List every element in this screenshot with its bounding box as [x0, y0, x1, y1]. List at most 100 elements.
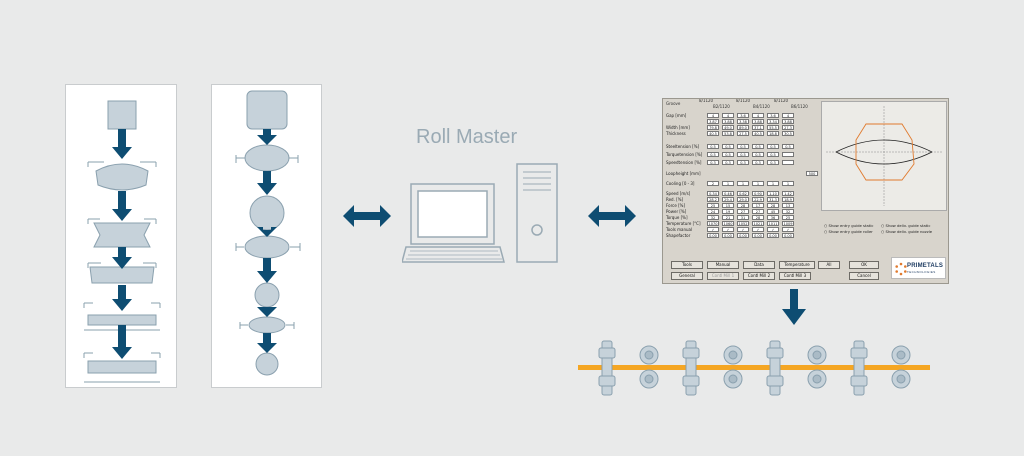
option-entry-guide-roller[interactable]: ○ Show entry guide roller — [824, 229, 873, 234]
parameter-cell[interactable]: 3.88 — [782, 119, 794, 124]
parameter-cell[interactable]: ✓ — [707, 227, 719, 232]
parameter-cell[interactable]: 1 — [782, 181, 794, 186]
parameter-cell[interactable]: 1 — [722, 181, 734, 186]
parameter-cell[interactable]: 0.3 — [752, 160, 764, 165]
contl-mill-1-button[interactable]: Contl Mill 1 — [707, 272, 739, 280]
parameter-cell[interactable]: 0.3 — [707, 160, 719, 165]
parameter-cell[interactable]: 28 — [767, 203, 779, 208]
parameter-cell[interactable]: 0.3 — [737, 160, 749, 165]
parameter-cell[interactable]: 2 — [707, 181, 719, 186]
parameter-cell[interactable]: 13 — [782, 203, 794, 208]
parameter-cell[interactable]: 89.0 — [737, 125, 749, 130]
parameter-cell[interactable]: 1.42 — [782, 191, 794, 196]
parameter-cell[interactable]: 0.00 — [737, 233, 749, 238]
parameter-cell[interactable]: 0.5 — [752, 144, 764, 149]
parameter-cell[interactable]: 53.8 — [722, 131, 734, 136]
parameter-cell[interactable]: 29.4 — [722, 197, 734, 202]
parameter-cell[interactable]: 0.00 — [782, 233, 794, 238]
parameter-cell[interactable]: 1052 — [737, 221, 749, 226]
parameter-cell[interactable]: 4 — [707, 113, 719, 118]
tools-button[interactable]: Tools — [671, 261, 703, 269]
parameter-cell[interactable]: 3.34 — [767, 119, 779, 124]
parameter-cell[interactable]: 0.5 — [782, 144, 794, 149]
temperature-button[interactable]: Temperature — [779, 261, 815, 269]
parameter-cell[interactable]: 1070 — [707, 221, 719, 226]
option-entry-guide-static[interactable]: ○ Show entry guide static — [824, 223, 874, 228]
parameter-cell[interactable]: 3.88 — [722, 119, 734, 124]
parameter-cell[interactable]: 0.5 — [722, 152, 734, 157]
option-deliv-guide-static[interactable]: ○ Show deliv. guide static — [881, 223, 931, 228]
parameter-cell[interactable] — [782, 160, 794, 165]
parameter-cell[interactable]: 27 — [752, 209, 764, 214]
parameter-cell[interactable]: 1021 — [752, 221, 764, 226]
parameter-cell[interactable]: 32 — [707, 215, 719, 220]
parameter-cell[interactable]: 31.3 — [767, 197, 779, 202]
parameter-cell[interactable]: 3.6 — [737, 113, 749, 118]
parameter-cell[interactable]: 15 — [722, 203, 734, 208]
parameter-cell[interactable]: 27 — [737, 209, 749, 214]
parameter-cell[interactable]: 0.3 — [767, 160, 779, 165]
parameter-cell[interactable]: 0.00 — [707, 233, 719, 238]
parameter-cell[interactable]: 17 — [752, 203, 764, 208]
parameter-cell[interactable]: 3.88 — [752, 119, 764, 124]
parameter-cell[interactable]: 4 — [782, 113, 794, 118]
parameter-cell[interactable]: 19 — [722, 209, 734, 214]
parameter-cell[interactable]: 0.5 — [767, 144, 779, 149]
parameter-cell[interactable]: ✓ — [752, 227, 764, 232]
parameter-cell[interactable]: 25 — [707, 203, 719, 208]
parameter-cell[interactable]: 3.38 — [737, 119, 749, 124]
parameter-cell[interactable]: 45 — [767, 209, 779, 214]
parameter-cell[interactable]: 28 — [752, 215, 764, 220]
parameter-cell[interactable]: 0.46 — [722, 191, 734, 196]
parameter-cell[interactable]: ✓ — [782, 227, 794, 232]
parameter-cell[interactable]: 0.5 — [752, 152, 764, 157]
parameter-cell[interactable]: 3.87 — [707, 119, 719, 124]
cancel-button[interactable]: Cancel — [849, 272, 879, 280]
parameter-cell[interactable]: 0.00 — [752, 233, 764, 238]
parameter-cell[interactable]: 31 — [737, 215, 749, 220]
parameter-cell[interactable]: 0.5 — [722, 144, 734, 149]
parameter-cell[interactable]: 36 — [767, 215, 779, 220]
parameter-cell[interactable]: 4 — [722, 113, 734, 118]
parameter-cell[interactable]: 21 — [722, 215, 734, 220]
parameter-cell[interactable]: 22.9 — [752, 197, 764, 202]
contl-mill-2-button[interactable]: Contl Mill 2 — [743, 272, 775, 280]
parameter-cell[interactable]: 0.62 — [737, 191, 749, 196]
parameter-cell[interactable]: ✓ — [722, 227, 734, 232]
contl-mill-3-button[interactable]: Contl Mill 3 — [779, 272, 811, 280]
ok-button[interactable]: OK — [849, 261, 879, 269]
all-button[interactable]: All — [818, 261, 840, 269]
parameter-cell[interactable]: 0.5 — [767, 152, 779, 157]
option-deliv-guide-nozzle[interactable]: ○ Show deliv. guide nozzle — [881, 229, 933, 234]
parameter-cell[interactable]: 18.9 — [782, 197, 794, 202]
parameter-cell[interactable]: 27.3 — [782, 125, 794, 130]
parameter-cell[interactable]: 24 — [707, 209, 719, 214]
parameter-cell[interactable]: 28 — [737, 203, 749, 208]
parameter-cell[interactable]: 0.5 — [737, 152, 749, 157]
parameter-cell[interactable]: 27.5 — [737, 131, 749, 136]
parameter-cell[interactable]: 29.0 — [737, 197, 749, 202]
parameter-cell[interactable]: 25 — [782, 215, 794, 220]
parameter-cell[interactable]: 40.5 — [752, 131, 764, 136]
parameter-cell[interactable]: 1011 — [767, 221, 779, 226]
parameter-cell[interactable]: 37.1 — [752, 125, 764, 130]
parameter-cell[interactable]: 1 — [767, 181, 779, 186]
parameter-cell[interactable]: 30.5 — [782, 131, 794, 136]
parameter-cell[interactable]: 1060 — [722, 221, 734, 226]
general-button[interactable]: General — [671, 272, 703, 280]
parameter-cell[interactable]: 1009 — [782, 221, 794, 226]
parameter-cell[interactable]: 0.5 — [707, 152, 719, 157]
parameter-cell[interactable]: 40.5 — [707, 131, 719, 136]
parameter-cell[interactable]: 3.6 — [767, 113, 779, 118]
parameter-cell[interactable]: 0.34 — [707, 191, 719, 196]
parameter-cell[interactable]: 79.8 — [707, 125, 719, 130]
parameter-cell[interactable]: ✓ — [737, 227, 749, 232]
parameter-cell[interactable]: 49.0 — [722, 125, 734, 130]
parameter-cell[interactable]: 0.00 — [722, 233, 734, 238]
parameter-cell[interactable]: 0.5 — [707, 144, 719, 149]
parameter-cell[interactable]: 18.8 — [767, 131, 779, 136]
manual-button[interactable]: Manual — [707, 261, 739, 269]
parameter-cell[interactable]: 500 — [806, 171, 818, 176]
parameter-cell[interactable]: 0.90 — [752, 191, 764, 196]
parameter-cell[interactable]: 1 — [737, 181, 749, 186]
